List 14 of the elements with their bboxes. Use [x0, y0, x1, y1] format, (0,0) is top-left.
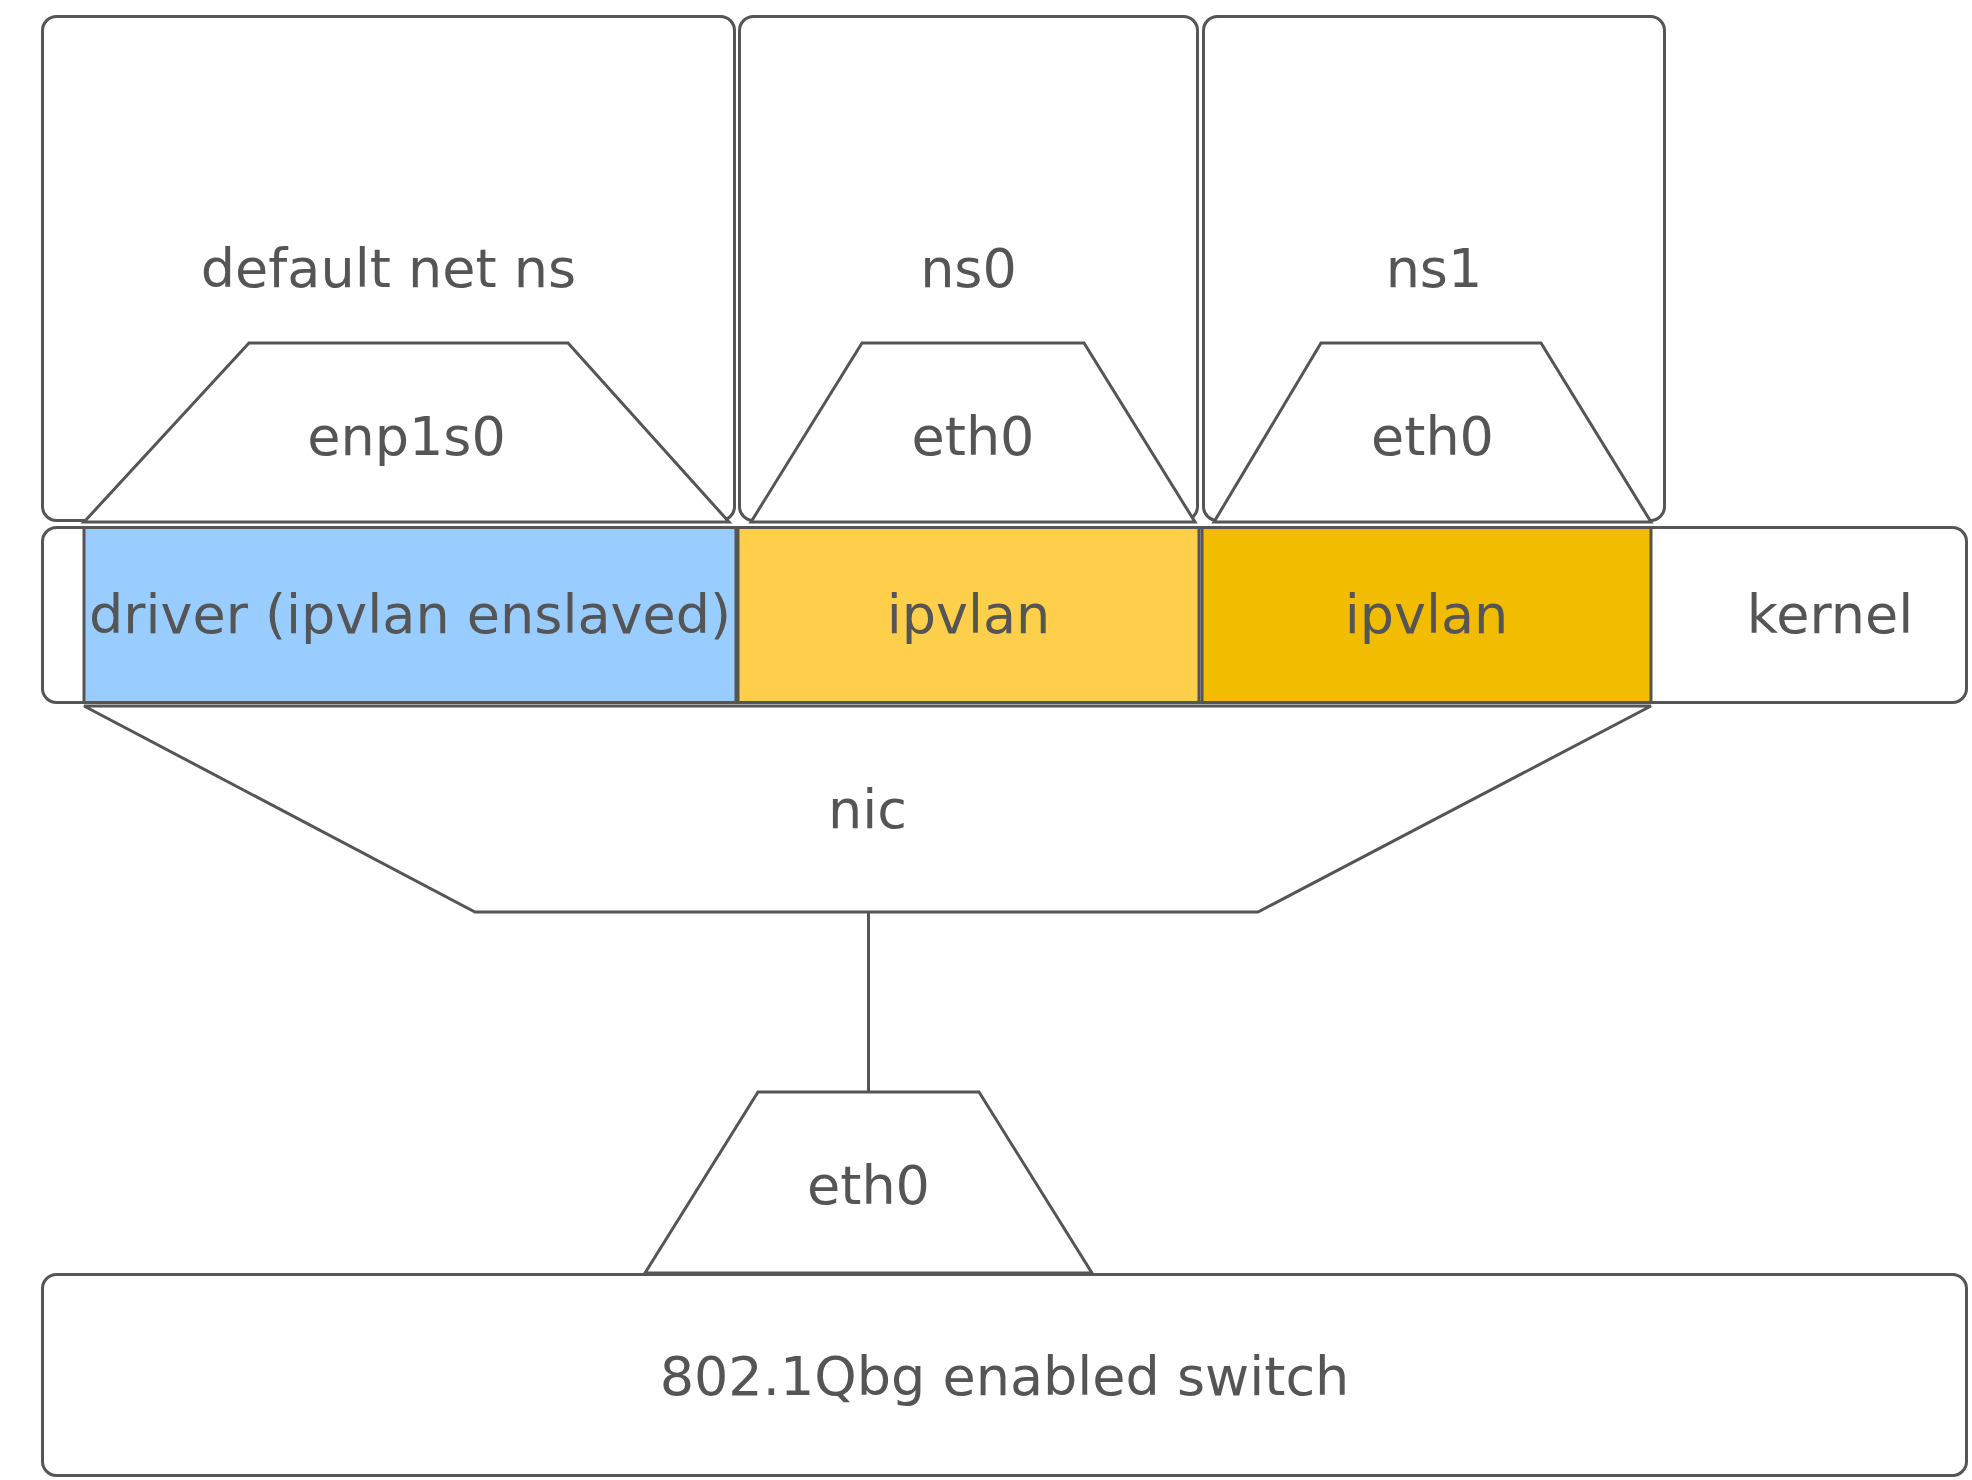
node-label: eth0 — [1370, 404, 1495, 470]
node-label: nic — [827, 777, 908, 843]
node-label: default net ns — [199, 236, 578, 302]
node-label: ipvlan — [1343, 582, 1510, 648]
node-label: ns1 — [1384, 236, 1484, 302]
connector-line — [867, 912, 870, 1092]
node-label: eth0 — [806, 1153, 931, 1219]
node-label: ns0 — [919, 236, 1018, 302]
node-label: ipvlan — [885, 582, 1052, 648]
node-label: enp1s0 — [306, 404, 507, 470]
node-label: driver (ipvlan enslaved) — [88, 582, 732, 648]
node-label: 802.1Qbg enabled switch — [658, 1344, 1351, 1410]
node-label: eth0 — [910, 404, 1036, 470]
node-label: kernel — [1745, 582, 1915, 648]
